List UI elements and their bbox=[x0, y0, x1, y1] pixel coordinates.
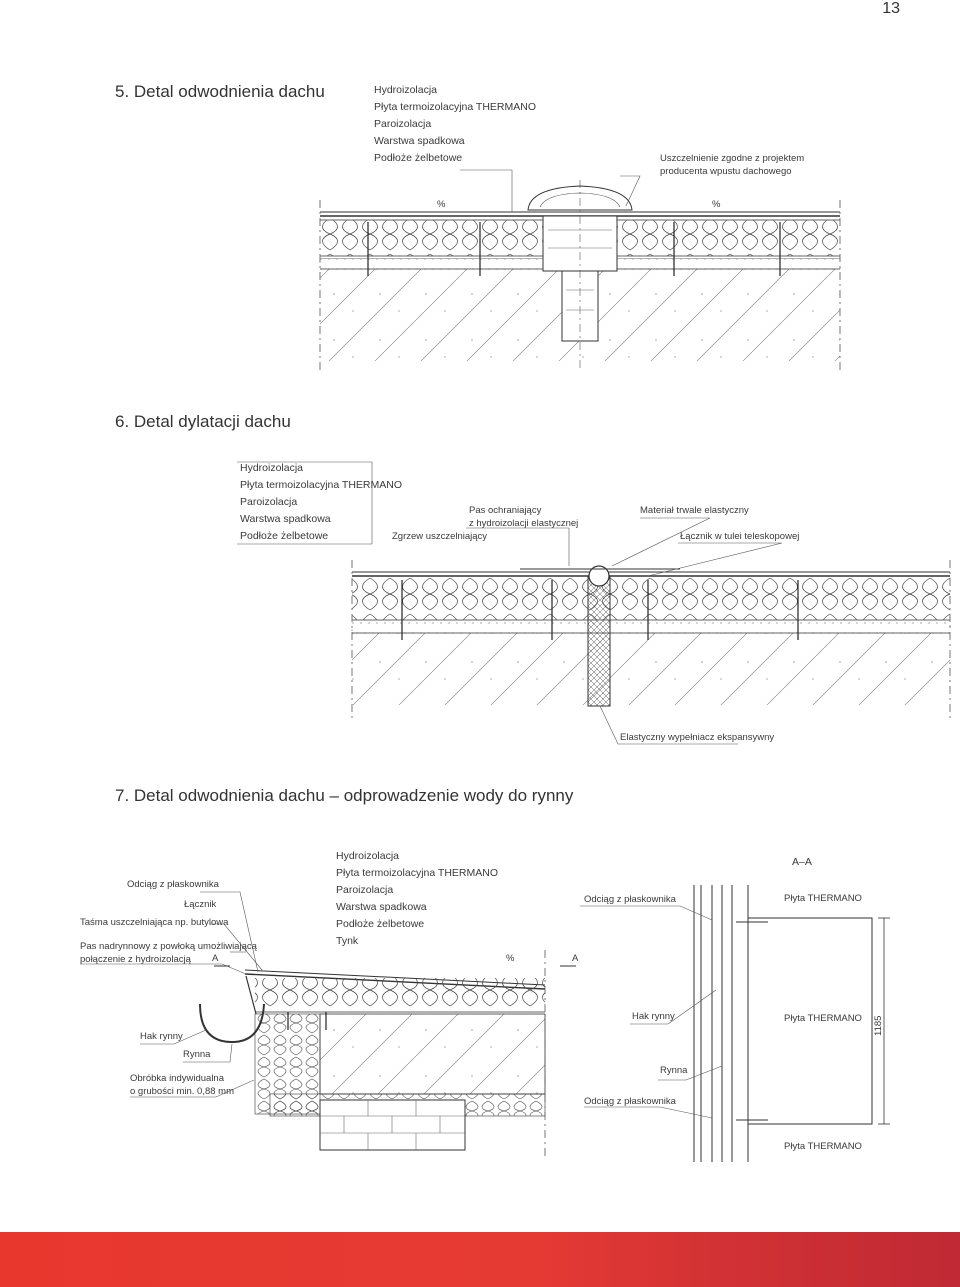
eaves-strip-label: Pas nadrynnowy z powłoką umożliwiającą p… bbox=[80, 941, 257, 965]
filler-label: Elastyczny wypełniacz ekspansywny bbox=[620, 732, 775, 743]
elastic-material-label: Materiał trwale elastyczny bbox=[640, 505, 749, 516]
flashing-label: Obróbka indywidualna o grubości min. 0,8… bbox=[130, 1073, 235, 1097]
layer-label: Płyta termoizolacyjna THERMANO bbox=[336, 867, 499, 879]
footer-shade bbox=[540, 1232, 960, 1287]
layer-label: Warstwa spadkowa bbox=[374, 135, 465, 147]
drawing-expansion-joint bbox=[237, 461, 951, 745]
section-6-layer-list: Hydroizolacja Płyta termoizolacyjna THER… bbox=[240, 460, 402, 545]
slope-mark: % bbox=[506, 953, 515, 964]
fastener-label: Łącznik bbox=[184, 899, 217, 910]
layer-label: Hydroizolacja bbox=[336, 850, 400, 862]
panel-label-bottom: Płyta THERMANO bbox=[784, 1141, 862, 1152]
dimension-label: 1185 bbox=[873, 1015, 884, 1036]
slope-mark: % bbox=[712, 199, 721, 210]
layer-label: Podłoże żelbetowe bbox=[374, 152, 463, 164]
panel-label-top: Płyta THERMANO bbox=[784, 893, 862, 904]
layer-label: Podłoże żelbetowe bbox=[240, 530, 329, 542]
section-6-title: 6. Detal dylatacji dachu bbox=[115, 412, 291, 431]
footer-brand-bar bbox=[0, 1232, 960, 1287]
gutter-label: Rynna bbox=[183, 1049, 211, 1060]
section-7-layer-list: Hydroizolacja Płyta termoizolacyjna THER… bbox=[336, 848, 498, 950]
strap-bottom-label: Odciąg z płaskownika bbox=[584, 1096, 676, 1107]
gutter-hook-label: Hak rynny bbox=[140, 1031, 183, 1042]
section-mark-left: A bbox=[212, 953, 219, 964]
section-5-title: 5. Detal odwodnienia dachu bbox=[115, 82, 325, 101]
layer-label: Podłoże żelbetowe bbox=[336, 918, 425, 930]
section-mark-right: A bbox=[572, 953, 579, 964]
layer-label: Paroizolacja bbox=[336, 884, 394, 896]
section-5-layer-list: Hydroizolacja Płyta termoizolacyjna THER… bbox=[374, 82, 536, 167]
layer-label: Paroizolacja bbox=[240, 496, 298, 508]
strap-label-right: Odciąg z płaskownika bbox=[584, 894, 676, 905]
seal-note: Uszczelnienie zgodne z projektem produce… bbox=[660, 153, 805, 177]
gutter-hook-label-right: Hak rynny bbox=[632, 1011, 675, 1022]
layer-label: Płyta termoizolacyjna THERMANO bbox=[374, 101, 537, 113]
strap-label: Odciąg z płaskownika bbox=[127, 879, 219, 890]
layer-label: Hydroizolacja bbox=[374, 84, 438, 96]
layer-label: Tynk bbox=[336, 935, 359, 947]
layer-label: Hydroizolacja bbox=[240, 462, 304, 474]
page-number: 13 bbox=[882, 0, 900, 17]
drawing-roof-drain bbox=[319, 169, 841, 370]
drawing-gutter-detail bbox=[80, 891, 576, 1160]
telescopic-fastener-label: Łącznik w tulei teleskopowej bbox=[680, 531, 800, 542]
tape-label: Taśma uszczelniająca np. butylowa bbox=[80, 917, 229, 928]
layer-label: Warstwa spadkowa bbox=[336, 901, 427, 913]
protective-strip-label: Pas ochraniający z hydroizolacji elastyc… bbox=[469, 505, 579, 529]
drawing-section-aa bbox=[230, 885, 890, 1162]
layer-label: Płyta termoizolacyjna THERMANO bbox=[240, 479, 403, 491]
layer-label: Paroizolacja bbox=[374, 118, 432, 130]
panel-label-mid: Płyta THERMANO bbox=[784, 1013, 862, 1024]
slope-mark: % bbox=[437, 199, 446, 210]
section-7-title: 7. Detal odwodnienia dachu – odprowadzen… bbox=[115, 786, 574, 805]
gutter-label-right: Rynna bbox=[660, 1065, 688, 1076]
weld-label: Zgrzew uszczelniający bbox=[392, 531, 488, 542]
section-aa-title: A–A bbox=[792, 856, 812, 868]
layer-label: Warstwa spadkowa bbox=[240, 513, 331, 525]
